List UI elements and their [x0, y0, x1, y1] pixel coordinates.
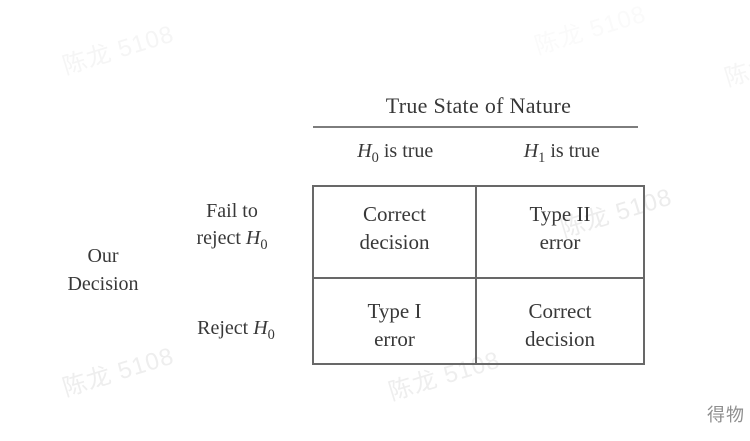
column-headers: H0 is true H1 is true [312, 140, 645, 167]
cell-text-line: Correct [528, 299, 592, 323]
h0-subscript: 0 [260, 237, 268, 253]
cell-text-line: Type I [367, 299, 422, 323]
h0-symbol: H [357, 140, 372, 162]
h1-subscript: 1 [538, 150, 546, 166]
cell-text-line: error [374, 327, 415, 351]
axis-label-our-decision: Our Decision [50, 242, 156, 298]
watermark-top-middle: 陈龙 5108 [531, 0, 650, 61]
row-label-reject-h0: Reject H0 [172, 317, 300, 344]
column-header-h0-true: H0 is true [312, 140, 479, 167]
h0-true-text: is true [378, 140, 434, 162]
decision-line: Decision [67, 273, 139, 295]
row-label-fail-to-reject-h0: Fail to reject H0 [168, 198, 296, 259]
h1-symbol: H [523, 140, 539, 162]
watermark-top-right: 陈龙 5108 [721, 33, 750, 93]
h1-true-text: is true [545, 140, 600, 162]
reject-word: Reject [197, 317, 254, 339]
column-header-h1-true: H1 is true [479, 140, 646, 167]
reject-h0-line: reject H0 [168, 225, 296, 259]
cell-type-i-error: Type I error [314, 279, 477, 363]
dewu-brand-mark: 得物 [707, 405, 745, 425]
cell-text-line: decision [359, 230, 430, 254]
cell-text-line: decision [525, 327, 595, 351]
cell-text-line: Correct [363, 202, 426, 226]
cell-text-line: Type II [529, 202, 591, 226]
h0-subscript: 0 [371, 150, 379, 166]
decision-outcome-table: Correct decision Type II error Type I er… [312, 185, 645, 365]
cell-text-line: error [539, 230, 581, 254]
our-line: Our [87, 245, 119, 267]
h0-subscript: 0 [267, 327, 275, 343]
watermark-bottom-left: 陈龙 5108 [59, 342, 178, 403]
cell-type-ii-error: Type II error [477, 187, 643, 279]
h0-symbol: H [253, 317, 268, 339]
h0-symbol: H [245, 227, 261, 249]
table-title: True State of Nature [385, 93, 572, 118]
fail-to-line: Fail to [206, 200, 258, 222]
cell-correct-decision-top-left: Correct decision [314, 187, 477, 279]
title-underline [313, 126, 638, 128]
cell-correct-decision-bottom-right: Correct decision [477, 279, 643, 363]
watermark-top-left: 陈龙 5108 [59, 20, 178, 81]
reject-word: reject [196, 227, 246, 249]
